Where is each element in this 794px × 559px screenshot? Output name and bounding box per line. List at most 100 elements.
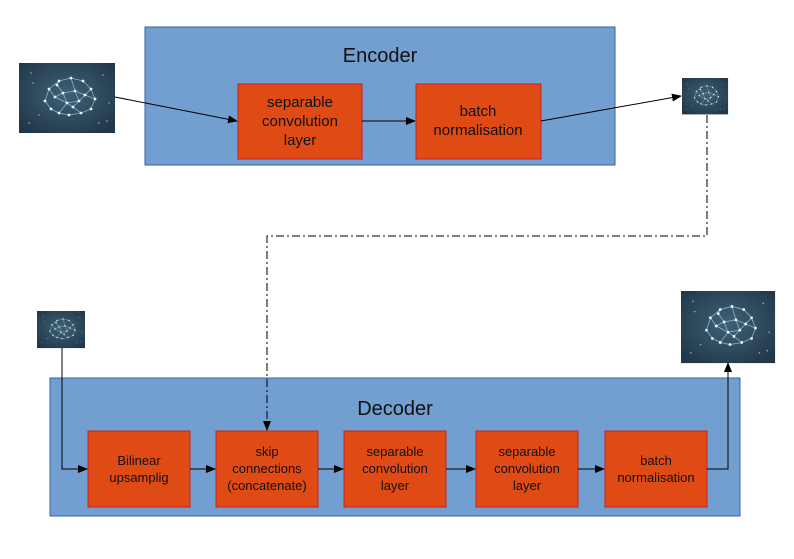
brain-network-edge xyxy=(68,320,74,325)
brain-network-edge xyxy=(705,97,711,100)
brain-network-edge xyxy=(745,323,756,329)
brain-network-dot xyxy=(28,122,30,124)
brain-network-node xyxy=(715,101,718,103)
block-label-line: (concatenate) xyxy=(227,478,307,493)
brain-network-edge xyxy=(72,100,80,108)
brain-network-dot xyxy=(690,351,692,354)
block-label-line: upsamplig xyxy=(109,470,168,485)
brain-network-dot xyxy=(699,343,702,346)
brain-network-edge xyxy=(74,90,80,102)
brain-network-node xyxy=(47,87,51,91)
brain-network-dot xyxy=(41,342,43,344)
brain-network-node xyxy=(718,341,722,344)
brain-network-edge xyxy=(84,88,92,96)
brain-network-edge xyxy=(694,91,697,98)
brain-network-dot xyxy=(43,321,45,323)
brain-network-dot xyxy=(720,108,721,110)
brain-network-dot xyxy=(42,315,44,317)
brain-network-node xyxy=(742,308,746,311)
brain-network-edge xyxy=(50,108,60,114)
brain-network-dot xyxy=(686,108,688,110)
brain-network-node xyxy=(57,111,61,115)
brain-network-edge xyxy=(74,90,86,96)
brain-network-edge xyxy=(84,94,96,100)
decoder-skip-connections-block: skip connections (concatenate) xyxy=(215,430,319,508)
brain-network-node xyxy=(709,316,712,320)
block-label-line: separable xyxy=(366,444,423,459)
brain-network-node xyxy=(730,305,734,308)
brain-network-edge xyxy=(705,103,712,106)
brain-network-edge xyxy=(751,317,756,329)
brain-network-edge xyxy=(739,323,746,331)
brain-network-dot xyxy=(687,82,689,84)
brain-network-edge xyxy=(58,325,66,328)
brain-network-node xyxy=(52,334,54,337)
brain-network-node xyxy=(56,336,58,339)
brain-network-edge xyxy=(49,331,54,336)
brain-network-dot xyxy=(80,341,82,343)
brain-network-edge xyxy=(712,87,717,92)
brain-network-dot xyxy=(32,82,34,84)
brain-network-dot xyxy=(38,114,40,116)
block-label-line: convolution xyxy=(494,461,560,476)
brain-network-node xyxy=(55,321,57,324)
block-label-line: Bilinear xyxy=(117,453,161,468)
brain-network-node xyxy=(89,87,93,91)
brain-network-dot xyxy=(30,72,32,74)
brain-network-edge xyxy=(44,88,50,102)
brain-network-node xyxy=(702,92,704,95)
brain-network-edge xyxy=(727,329,740,333)
brain-network-edge xyxy=(54,328,62,333)
brain-network-edge xyxy=(54,92,64,98)
brain-network-edge xyxy=(745,317,752,325)
brain-network-edge xyxy=(731,306,744,310)
brain-network-edge xyxy=(64,325,71,329)
brain-network-node xyxy=(81,79,85,83)
brain-network-node xyxy=(726,330,730,334)
brain-network-dot xyxy=(98,122,100,124)
brain-network-node xyxy=(728,343,732,347)
brain-network-node xyxy=(43,99,47,103)
brain-network-edge xyxy=(701,98,706,105)
brain-network-edge xyxy=(62,318,70,321)
brain-network-node xyxy=(710,97,712,99)
brain-network-node xyxy=(68,319,70,322)
brain-network-edge xyxy=(707,100,712,105)
brain-network-edge xyxy=(751,327,756,339)
brain-network-edge xyxy=(713,94,719,97)
brain-network-edge xyxy=(720,306,733,310)
brain-network-edge xyxy=(702,93,706,99)
brain-network-dot xyxy=(768,331,770,334)
brain-network-edge xyxy=(90,88,96,100)
brain-network-edge xyxy=(710,94,714,98)
brain-network-edge xyxy=(72,330,76,336)
brain-network-node xyxy=(722,320,726,324)
brain-network-dot xyxy=(106,120,108,122)
brain-network-edge xyxy=(696,91,700,96)
brain-network-dot xyxy=(108,102,110,104)
brain-network-node xyxy=(706,85,708,87)
brain-network-edge xyxy=(56,84,64,94)
brain-network-edge xyxy=(56,337,63,339)
brain-network-edge xyxy=(48,80,60,90)
block-label-line: convolution xyxy=(362,461,428,476)
brain-network-node xyxy=(69,76,73,80)
arrow-input-to-upsampling xyxy=(61,348,88,473)
brain-network-node xyxy=(49,107,53,111)
brain-network-edge xyxy=(63,334,69,338)
brain-network-node xyxy=(705,104,707,106)
brain-network-edge xyxy=(720,342,731,345)
brain-network-edge xyxy=(708,92,714,95)
encoder-separable-convolution-block: separable convolution layer xyxy=(237,83,363,160)
brain-network-node xyxy=(67,113,71,117)
brain-network-dot xyxy=(721,83,723,85)
brain-network-node xyxy=(63,333,65,336)
brain-network-dot xyxy=(78,316,80,318)
brain-network-node xyxy=(67,336,69,339)
block-label-line: separable xyxy=(498,444,555,459)
block-label-line: separable xyxy=(267,94,333,111)
brain-network-edge xyxy=(733,329,741,337)
brain-network-edge xyxy=(56,318,64,321)
brain-network-dot xyxy=(723,107,725,109)
brain-network-edge xyxy=(707,97,711,102)
